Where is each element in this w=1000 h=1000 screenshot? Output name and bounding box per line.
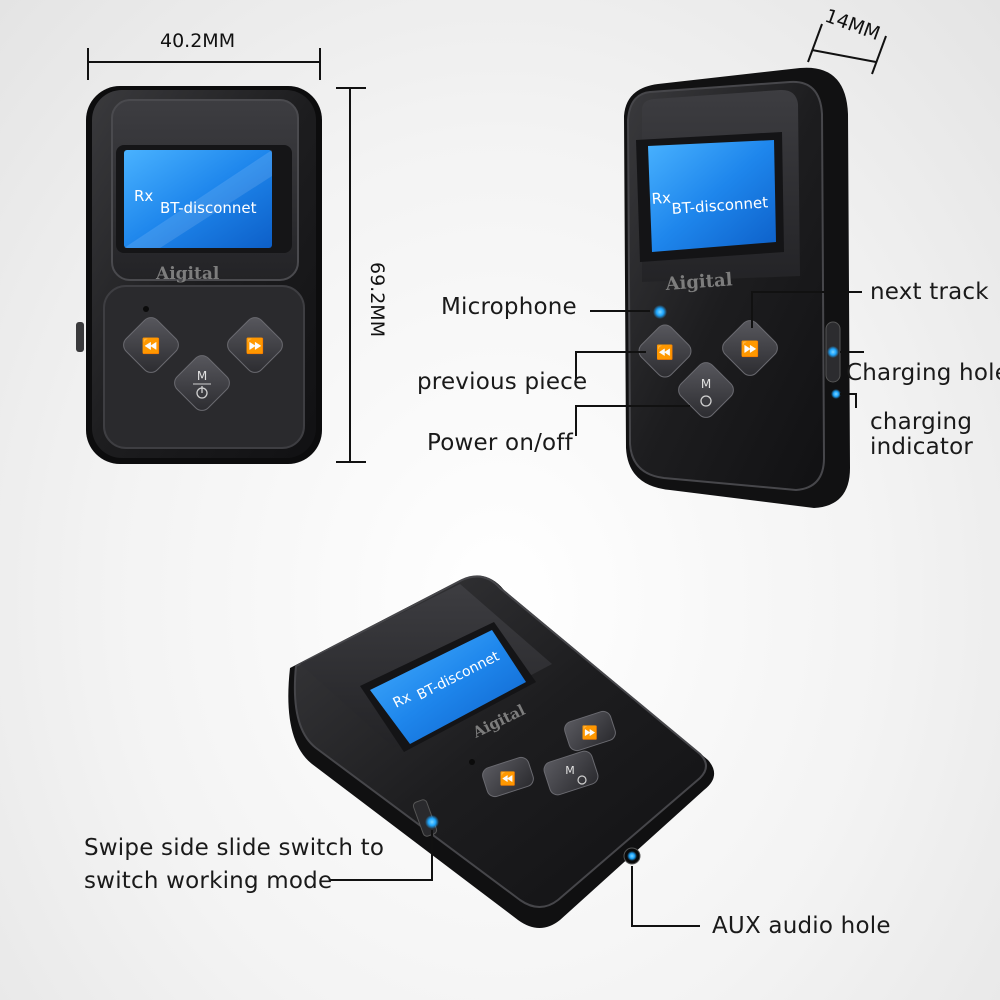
device-front-view: Rx BT-disconnet Aigital ⏪ ⏩ M [76,86,322,464]
previous-piece-label: previous piece [417,369,588,395]
mode-power-button-2[interactable]: M [675,359,737,421]
mode-key-text-2: M [701,377,711,391]
charging-indicator-label-line1: charging [870,409,973,435]
depth-dimension [807,23,887,75]
device-angled-view: Rx BT-disconnet Aigital ⏪ ⏩ M [624,67,850,508]
device-flat-view: Rx BT-disconnet Aigital ⏩ ⏪ M [288,575,715,928]
brand-logo: Aigital [155,264,220,284]
next-button[interactable]: ⏩ [224,314,286,376]
mode-power-button-3[interactable]: M [542,749,600,797]
brand-logo-2: Aigital [664,269,734,295]
prev-button[interactable]: ⏪ [120,314,182,376]
charging-indicator-label-line2: indicator [870,434,974,460]
lcd-mode-text-2: Rx [651,189,672,208]
lcd-mode-text-3: Rx [391,689,414,711]
aux-label: AUX audio hole [712,913,891,939]
prev-button-2[interactable]: ⏪ [635,321,694,380]
rewind-icon-2: ⏪ [656,344,673,361]
prev-button-3[interactable]: ⏪ [481,755,536,798]
width-dimension [87,48,321,80]
width-label: 40.2MM [160,30,236,52]
mode-key-text: M [197,369,207,383]
mode-key-text-3: M [565,764,575,777]
previous-leader [575,351,646,380]
fast-forward-icon: ⏩ [246,337,265,355]
height-label: 69.2MM [366,262,388,338]
microphone-label: Microphone [441,294,577,320]
rewind-icon: ⏪ [142,337,161,355]
next-button-3[interactable]: ⏩ [563,709,618,752]
height-dimension [336,87,366,463]
power-icon-2 [700,395,712,407]
rewind-icon-3: ⏪ [500,771,516,787]
microphone-hole [143,306,149,312]
switch-label-line2: switch working mode [84,868,333,894]
lcd-mode-text: Rx [134,187,153,205]
charging-hole-label: Charging hole [846,360,1000,386]
power-icon-3 [577,775,587,785]
side-switch [76,322,84,352]
lcd-screen [124,150,272,248]
switch-label-line1: Swipe side slide switch to [84,835,385,861]
fast-forward-icon-2: ⏩ [741,340,760,358]
power-label: Power on/off [427,430,573,456]
microphone-indicator [653,305,667,319]
mode-power-button[interactable]: M [171,352,233,414]
next-leader [751,291,862,328]
fast-forward-icon-3: ⏩ [582,725,598,741]
power-leader [575,405,690,436]
charging-indicator-light [831,389,841,399]
next-track-label: next track [870,279,989,305]
next-button-2[interactable]: ⏩ [719,317,781,379]
lcd-status-text: BT-disconnet [160,199,257,217]
aux-leader [631,866,700,927]
switch-leader [330,830,433,881]
charging-indicator-leader [840,393,857,408]
